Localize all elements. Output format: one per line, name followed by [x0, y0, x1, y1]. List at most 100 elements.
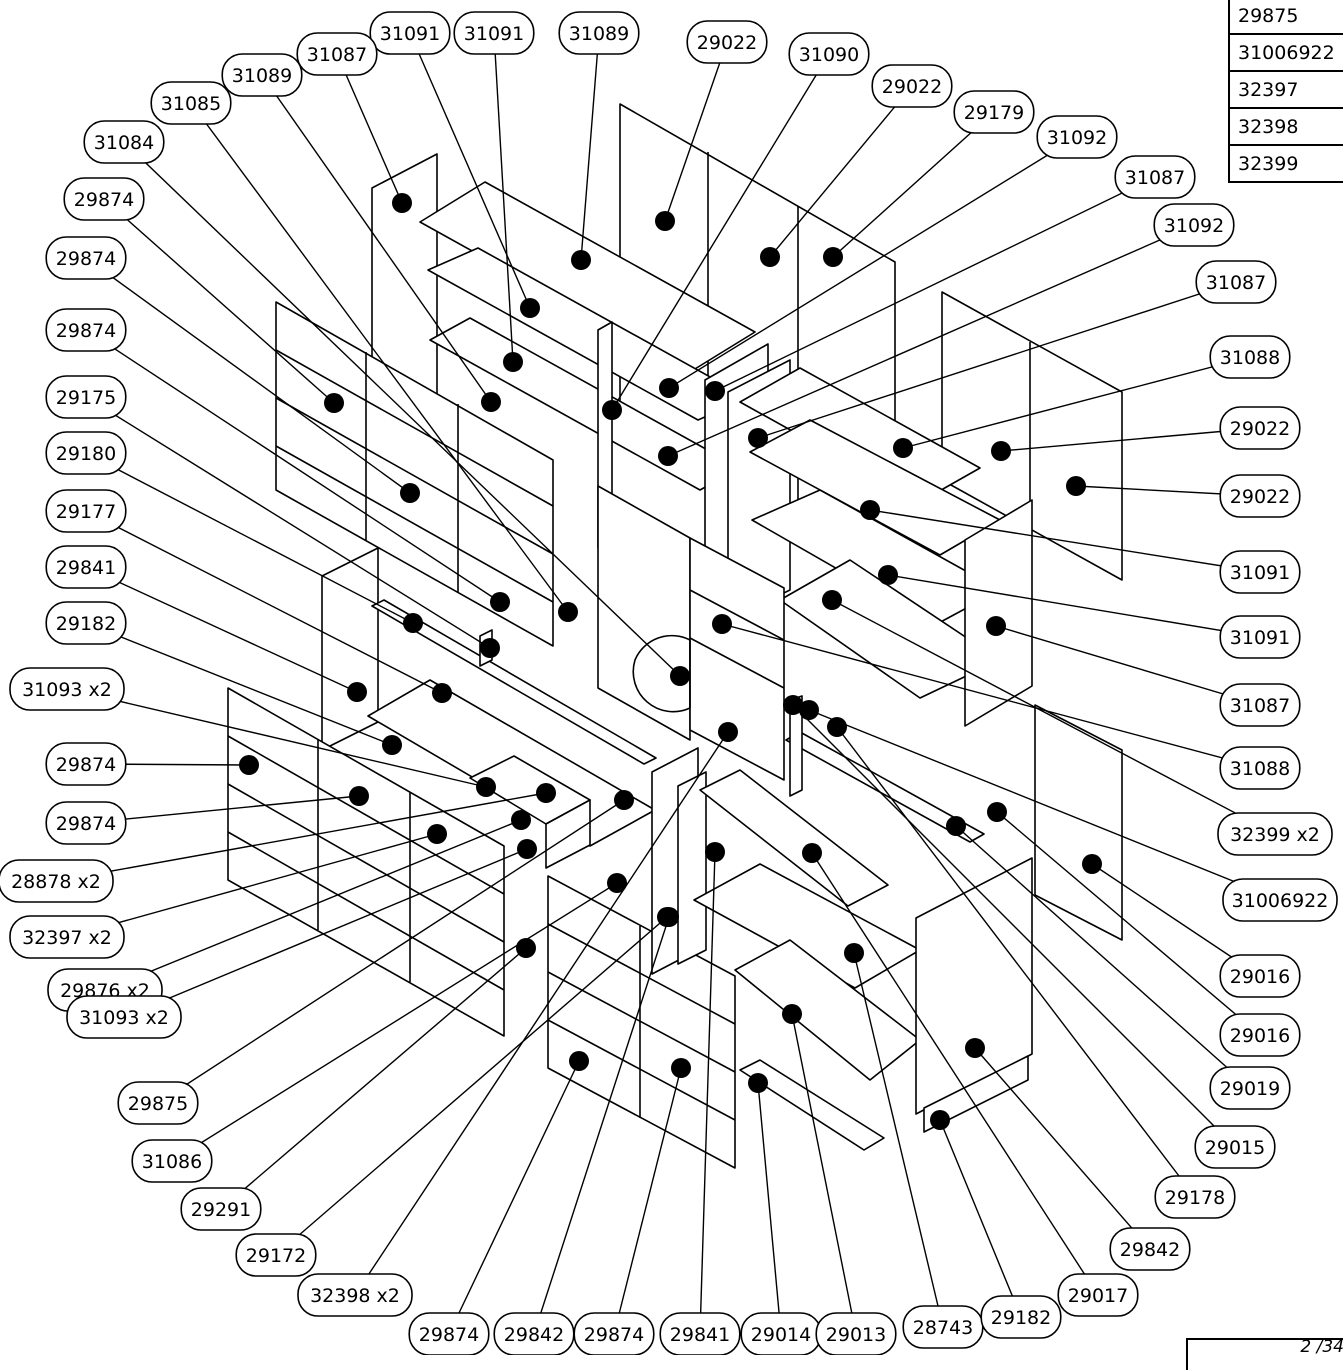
- callout-label: 29291: [191, 1199, 251, 1221]
- callout-label: 31092: [1164, 215, 1224, 237]
- callout-label: 29013: [826, 1324, 886, 1346]
- leader-line: [887, 574, 1261, 638]
- callout-bubble: [235, 1233, 317, 1277]
- part-marker-dot: [480, 638, 500, 658]
- leader-line: [611, 53, 830, 411]
- callout-label: 31006922: [1232, 890, 1329, 912]
- callout-bubble: [296, 32, 378, 76]
- callout-label: 32398 x2: [310, 1285, 400, 1307]
- part-callout: 29874: [408, 1051, 589, 1355]
- callout-label: 31093 x2: [22, 679, 112, 701]
- part-marker-dot: [516, 938, 536, 958]
- part-marker-dot: [822, 590, 842, 610]
- callout-label: 31091: [1230, 562, 1290, 584]
- part-marker-dot: [1066, 476, 1086, 496]
- callout-label: 31088: [1230, 758, 1290, 780]
- callout-label: 31091: [1230, 627, 1290, 649]
- leader-line: [85, 329, 501, 603]
- leader-line: [104, 819, 522, 991]
- callout-label: 29180: [56, 443, 116, 465]
- part-number-cell: 32398: [1228, 107, 1343, 146]
- leader-line: [493, 32, 514, 363]
- part-callout: 31091: [860, 500, 1301, 594]
- part-callout: 29182: [45, 601, 402, 755]
- part-callout: 31086: [131, 873, 627, 1183]
- leader-line: [85, 566, 358, 693]
- part-callout: 29017: [802, 843, 1139, 1317]
- part-marker-dot: [324, 393, 344, 413]
- leader-line: [123, 141, 681, 677]
- part-callout: 29175: [45, 375, 500, 658]
- callout-label: 31088: [1220, 347, 1280, 369]
- callout-label: 29179: [964, 102, 1024, 124]
- part-callout: 31084: [83, 120, 690, 686]
- leader-line: [261, 74, 492, 403]
- callout-bubble: [1209, 1066, 1291, 1110]
- leader-line: [811, 852, 1099, 1296]
- part-callout: 29874: [573, 1058, 691, 1355]
- part-marker-dot: [878, 565, 898, 585]
- part-marker-dot: [659, 907, 679, 927]
- callout-bubble: [815, 1312, 897, 1355]
- part-marker-dot: [860, 500, 880, 520]
- callout-bubble: [1219, 474, 1301, 518]
- part-marker-dot: [602, 400, 622, 420]
- callout-label: 29842: [504, 1324, 564, 1346]
- callout-label: 29022: [882, 76, 942, 98]
- callout-bubble: [1194, 1125, 1276, 1169]
- callout-bubble: [83, 120, 165, 164]
- callout-label: 29016: [1230, 966, 1290, 988]
- leader-line: [699, 851, 716, 1335]
- part-callout: 29014: [740, 1073, 822, 1355]
- part-marker-dot: [392, 193, 412, 213]
- part-marker-dot: [476, 777, 496, 797]
- callout-bubble: [408, 1312, 490, 1355]
- leader-line: [974, 1047, 1151, 1250]
- part-marker-dot: [670, 666, 690, 686]
- callout-bubble: [45, 545, 127, 589]
- leader-line: [336, 53, 403, 204]
- part-number-cell: 32397: [1228, 70, 1343, 109]
- part-marker-dot: [893, 438, 913, 458]
- parts-list-row: 32397: [1228, 70, 1343, 109]
- part-marker-dot: [520, 298, 540, 318]
- part-callout: 29875: [117, 790, 634, 1125]
- callout-bubble: [45, 601, 127, 645]
- callout-bubble: [453, 11, 535, 55]
- part-callout: 31088: [893, 335, 1291, 458]
- part-callout: 31087: [705, 155, 1196, 401]
- part-marker-dot: [748, 1073, 768, 1093]
- part-callout: 29182: [930, 1110, 1062, 1339]
- leader-line: [66, 688, 487, 788]
- part-marker-dot: [503, 352, 523, 372]
- part-marker-dot: [718, 722, 738, 742]
- part-callout: 31093 x2: [9, 667, 496, 797]
- part-number-cell: 29875: [1228, 0, 1343, 35]
- part-callout: 31093 x2: [66, 839, 537, 1039]
- part-callout: 29013: [782, 1004, 897, 1355]
- leader-line: [85, 510, 443, 694]
- part-marker-dot: [239, 755, 259, 775]
- callout-bubble: [1153, 203, 1235, 247]
- leader-line: [448, 1060, 580, 1335]
- part-callout: 29180: [45, 431, 423, 633]
- part-callout: 32398 x2: [297, 722, 738, 1317]
- callout-bubble: [9, 667, 125, 711]
- leader-line: [939, 1119, 1022, 1318]
- callout-bubble: [369, 11, 451, 55]
- leader-line: [409, 32, 531, 309]
- callout-bubble: [558, 11, 640, 55]
- part-callout: 29019: [946, 816, 1291, 1110]
- callout-label: 29182: [991, 1307, 1051, 1329]
- leader-line: [721, 623, 1261, 769]
- page-number: 2 /34: [1300, 1337, 1343, 1357]
- part-callout: 32399 x2: [822, 590, 1333, 856]
- leader-line: [157, 799, 625, 1104]
- callout-label: 29177: [56, 501, 116, 523]
- leader-line: [996, 811, 1261, 1036]
- part-callout: 29841: [659, 842, 741, 1355]
- part-marker-dot: [802, 843, 822, 863]
- part-callout: 29016: [987, 802, 1301, 1057]
- part-callout: 31087: [748, 260, 1277, 448]
